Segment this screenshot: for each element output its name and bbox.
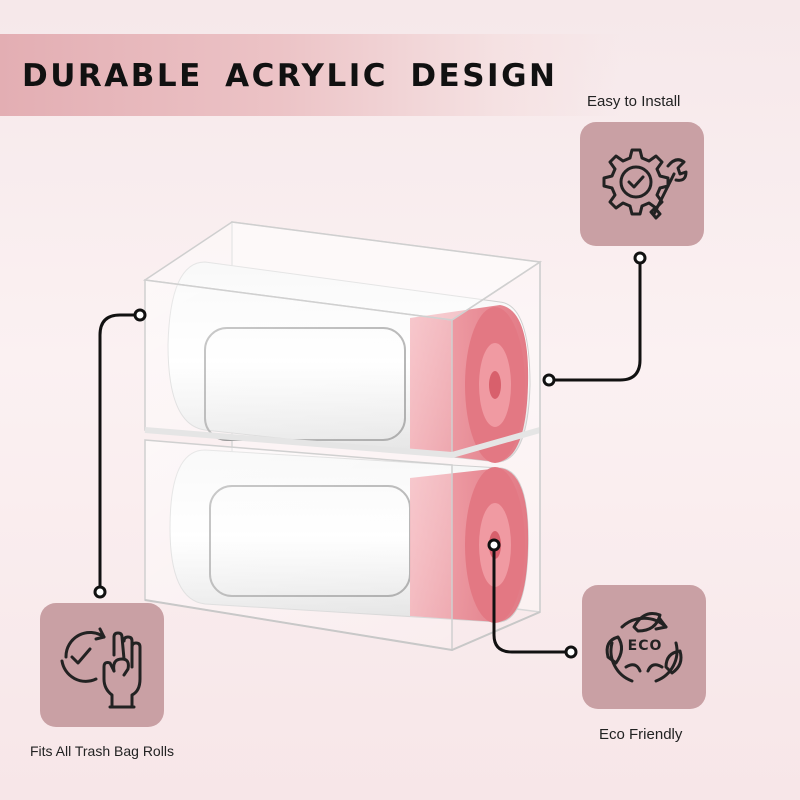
callout-connectors — [93, 251, 647, 659]
eco-friendly-card: ECO — [582, 585, 706, 709]
connector-install — [547, 256, 642, 382]
connector-fits — [98, 313, 140, 592]
eco-friendly-label: Eco Friendly — [599, 726, 683, 743]
fits-all-rolls-card — [40, 603, 164, 727]
acrylic-holder — [142, 221, 543, 652]
easy-to-install-card — [580, 122, 704, 246]
ok-hand-icon — [60, 627, 142, 709]
gear-wrench-icon — [602, 148, 688, 220]
connector-eco — [492, 545, 571, 654]
easy-to-install-label: Easy to Install — [587, 93, 681, 110]
eco-badge-text: ECO — [627, 638, 663, 654]
page-title: DURABLE ACRYLIC DESIGN — [22, 58, 558, 94]
title-banner — [0, 34, 620, 116]
eco-leaf-icon — [605, 612, 683, 683]
fits-all-rolls-label: Fits All Trash Bag Rolls — [30, 743, 174, 759]
